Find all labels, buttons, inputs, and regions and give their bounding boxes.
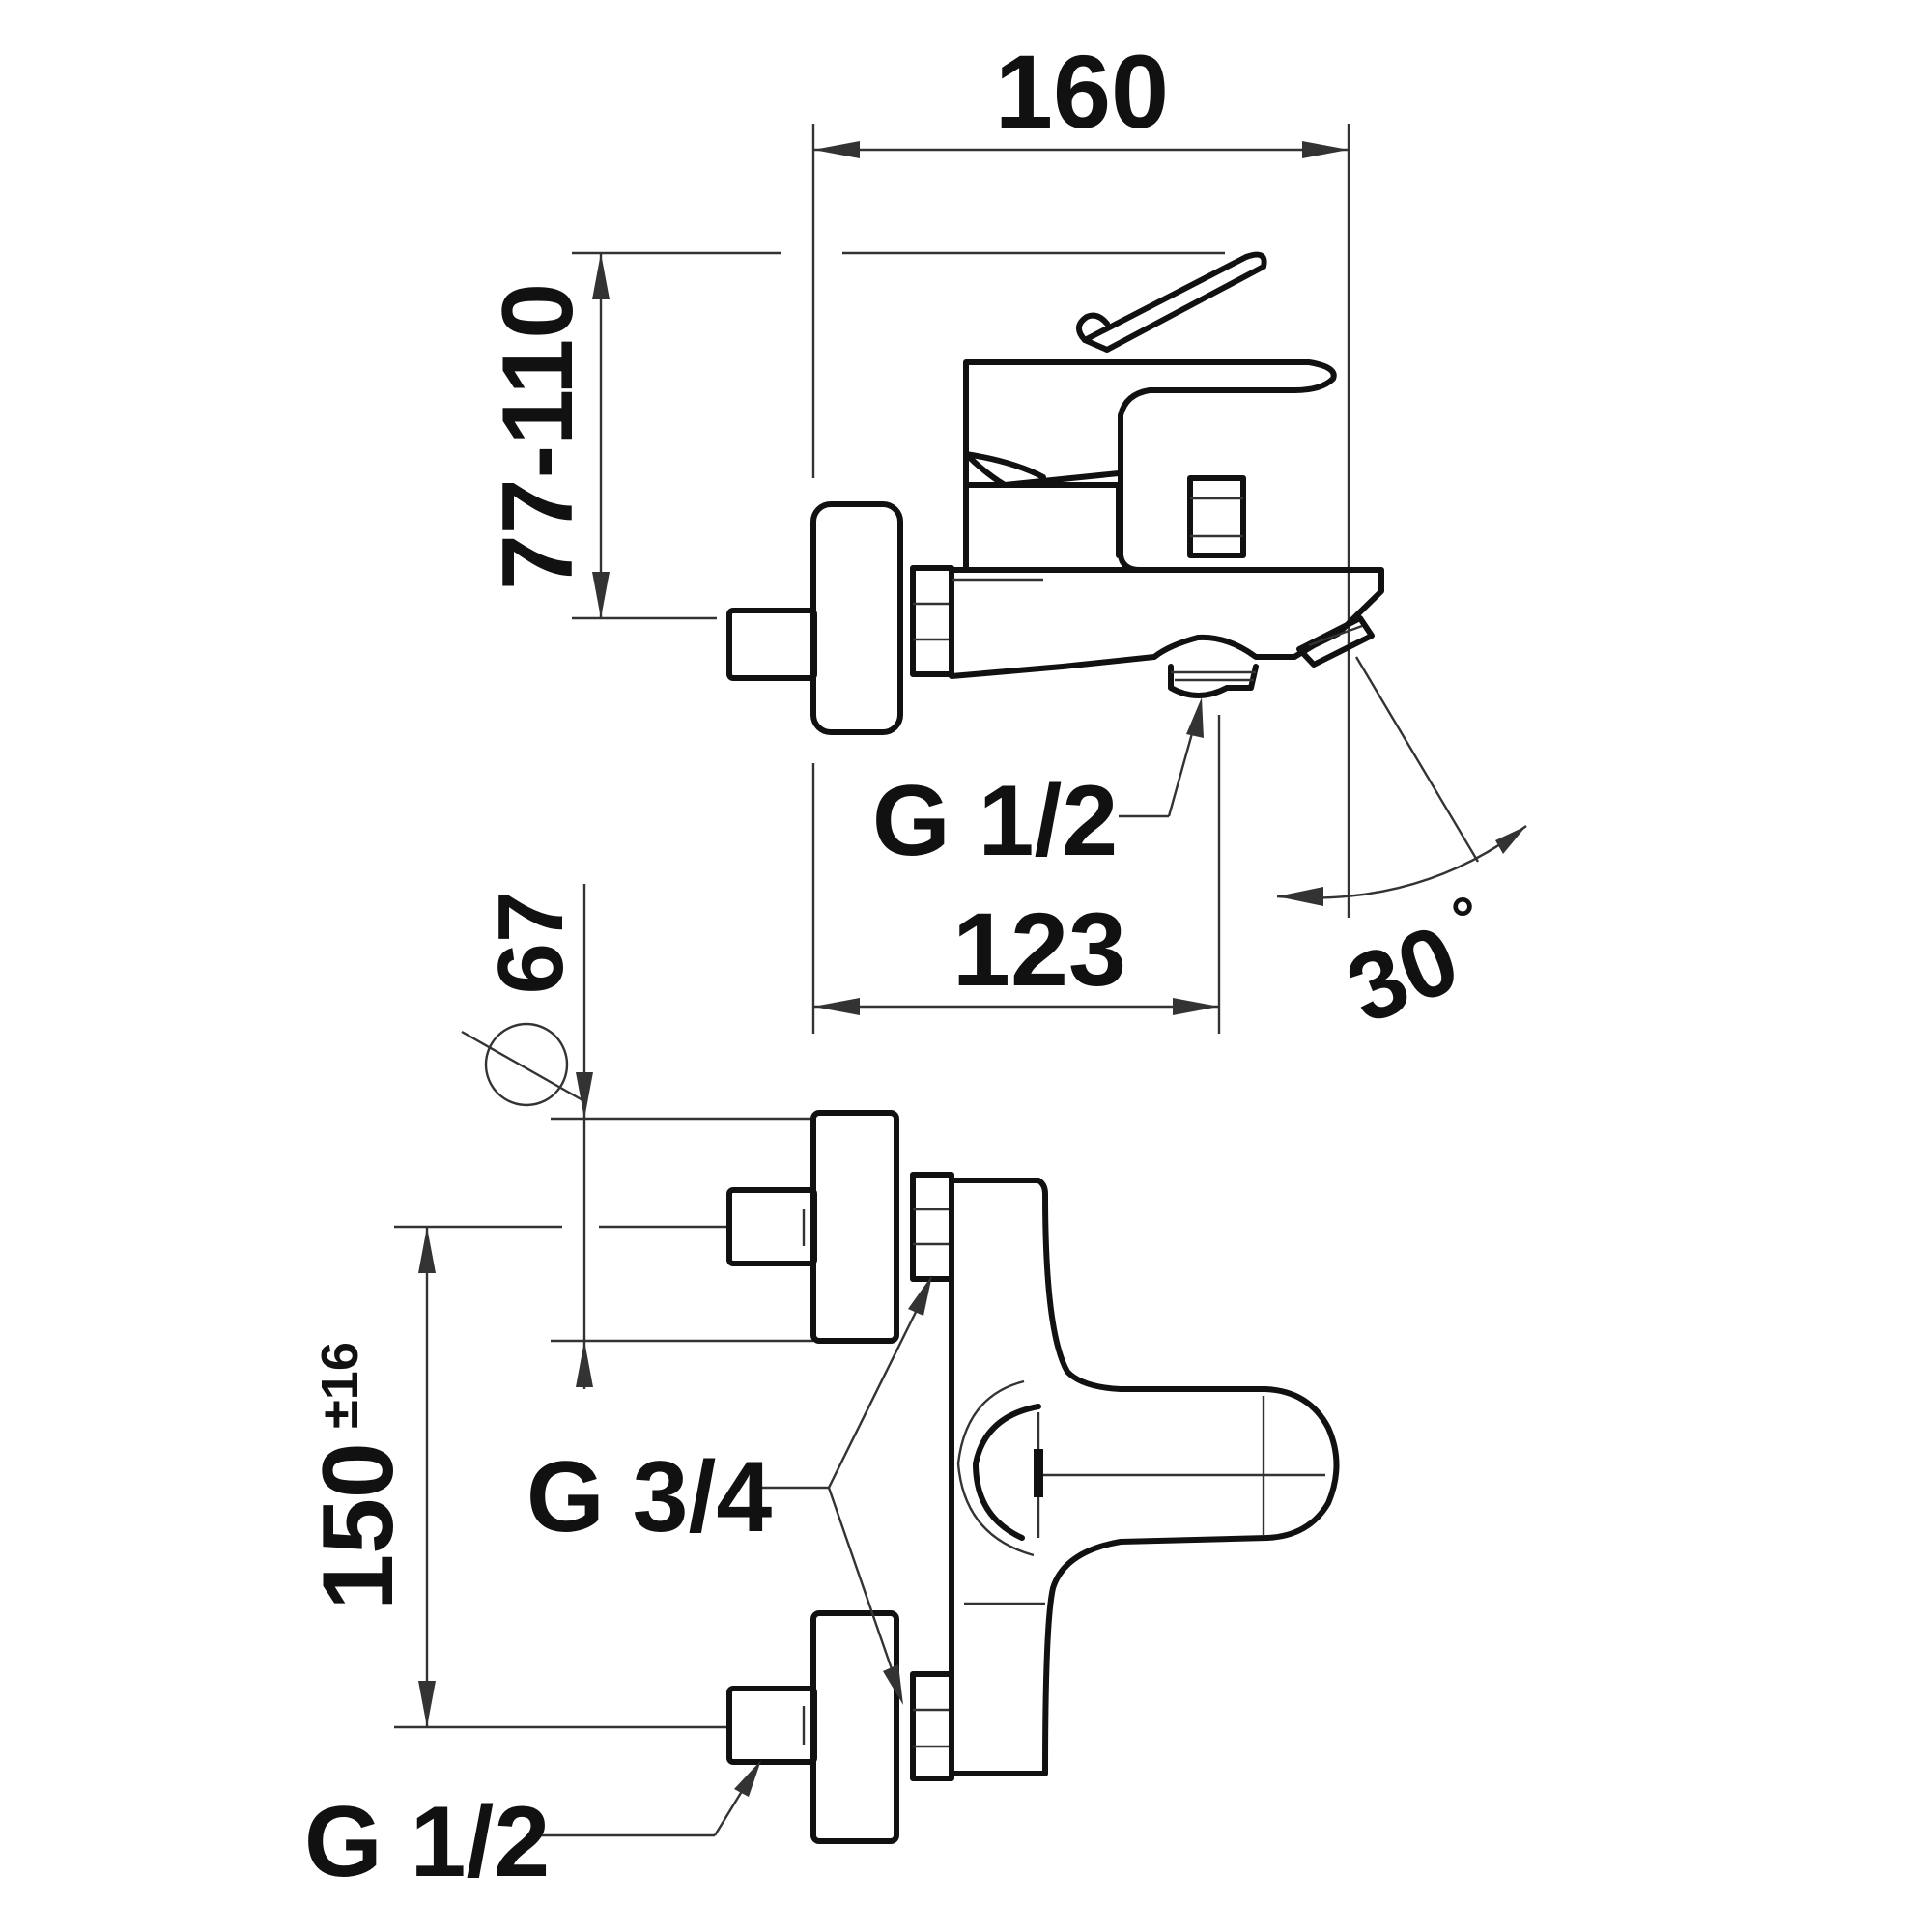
label-angle-unit: ° [1451,886,1475,952]
callout-inlet-thread: G 3/4 [526,1275,932,1705]
dimension-projection: 123 [811,715,1221,1034]
rosette-upper [810,1110,899,1344]
dimension-centre-distance: 150 ±16 [302,1225,729,1729]
label-outlet-thread: G 1/2 [872,765,1118,877]
dimension-rosette-diameter: 67 [461,884,813,1389]
dimension-height-range: 77-110 [482,251,1225,620]
faucet-side-body [726,251,1384,735]
label-inlet-thread: G 3/4 [526,1441,773,1553]
inlet-lower [726,1610,954,1844]
front-view: 67 150 ±16 [302,884,1340,1898]
label-centre-distance-tolerance: ±16 [311,1342,369,1429]
diameter-symbol [484,1022,569,1107]
label-height-range: 77-110 [482,283,594,590]
rosette-side [810,501,903,735]
dimension-width-total: 160 [811,33,1350,918]
inlet-upper [726,1110,954,1344]
label-width-total: 160 [995,33,1169,150]
callout-inlet-thread-lower: G 1/2 [304,1760,761,1898]
label-rosette-diameter: 67 [479,892,582,995]
label-projection: 123 [952,891,1126,1008]
nut-side [910,565,954,677]
wall-connector-side [726,608,817,681]
nut-upper [910,1172,954,1282]
diverter-knob-side [1187,475,1246,558]
side-view: 160 77-110 [482,33,1527,1044]
nut-lower [910,1671,954,1781]
callout-outlet-thread: G 1/2 [872,697,1204,877]
label-inlet-thread-lower: G 1/2 [304,1786,550,1898]
faucet-front-body [949,1178,1340,1776]
dimension-angle: 30 ° [1276,656,1527,1044]
rosette-lower [810,1610,899,1844]
label-centre-distance: 150 [302,1442,414,1610]
